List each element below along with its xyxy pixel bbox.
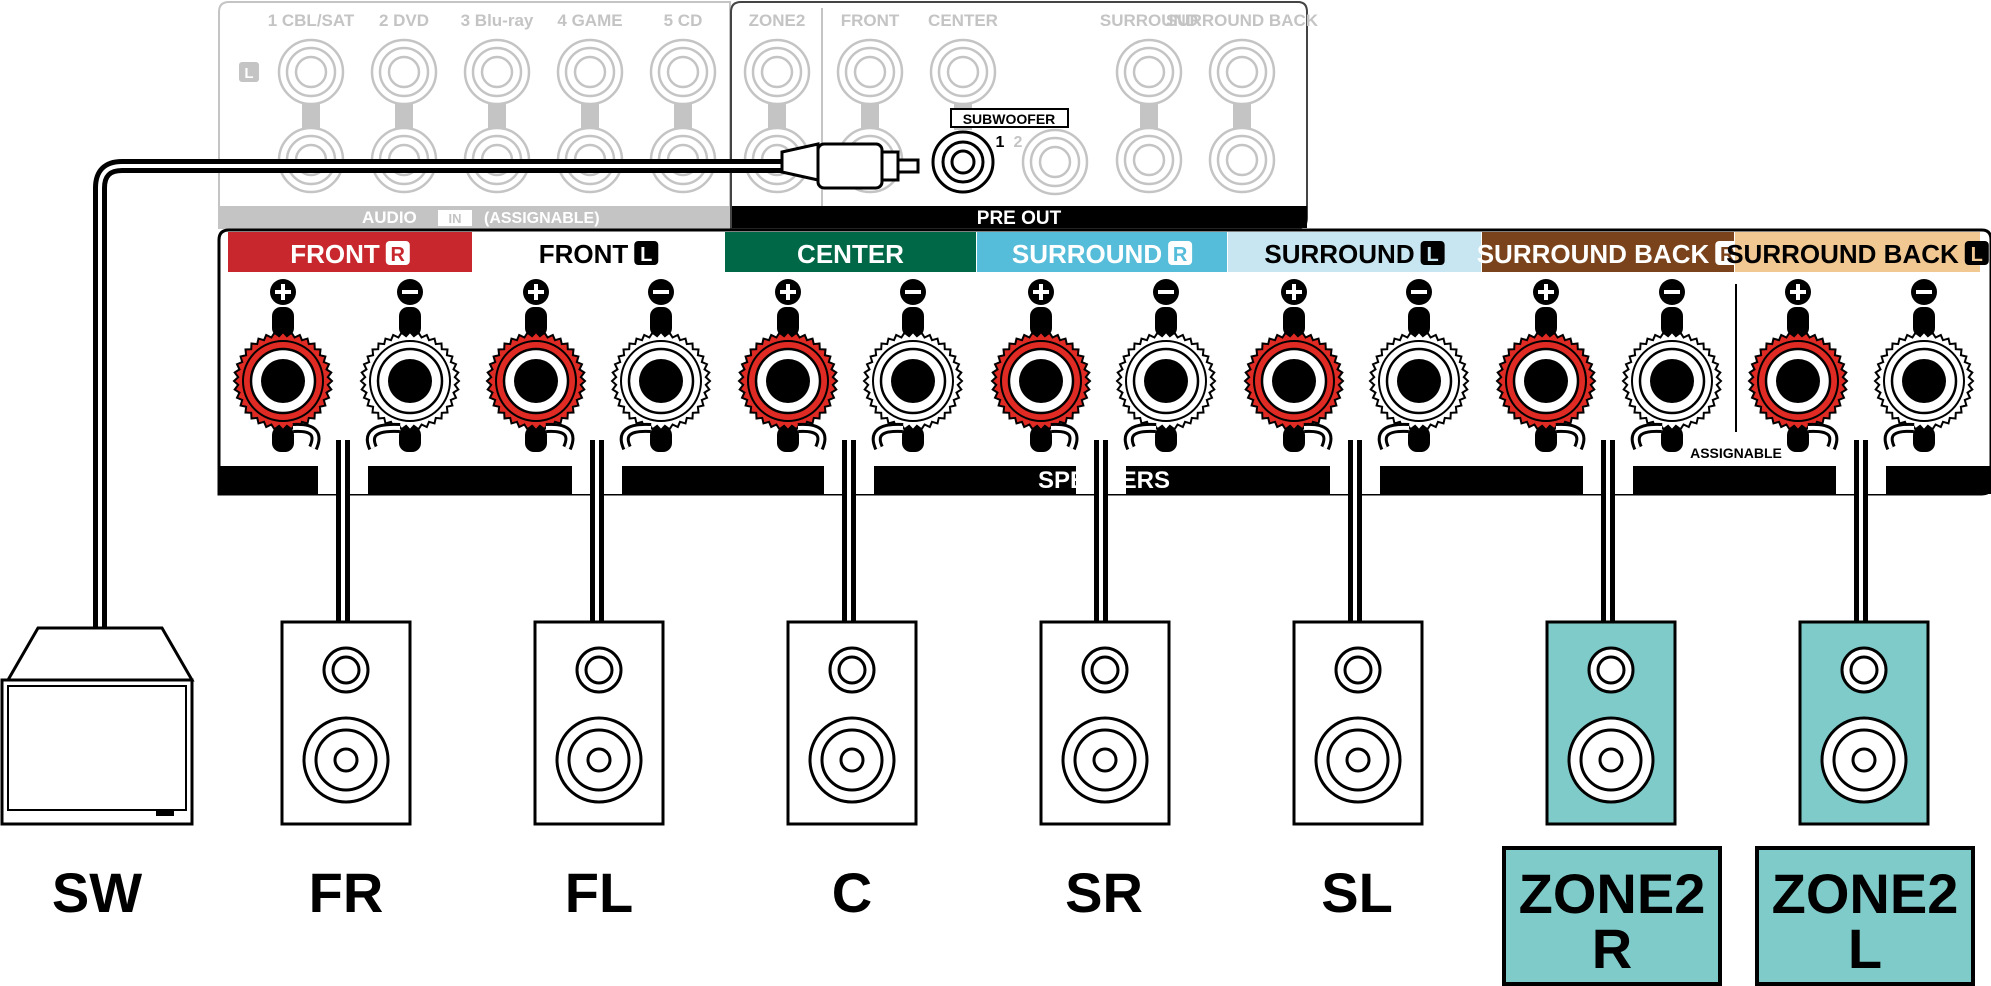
channel-header-label-2: FRONT	[539, 239, 629, 269]
speaker-box-1	[280, 620, 412, 826]
audio-in-jack-l-5[interactable]	[649, 38, 717, 106]
channel-header-label-3: CENTER	[797, 239, 904, 269]
audio-in-jack-l-4[interactable]	[556, 38, 624, 106]
speaker-box-3	[786, 620, 918, 826]
pre-out-label-3: CENTER	[928, 11, 998, 30]
in-badge-label: IN	[449, 211, 462, 226]
audio-in-label-5: 5 CD	[664, 11, 703, 30]
audio-in-jack-l-1[interactable]	[277, 38, 345, 106]
channel-header-6	[1482, 232, 1734, 272]
zone2-tag-2	[1755, 846, 1975, 986]
assignable-pair-label: ASSIGNABLE	[1690, 445, 1782, 461]
pre-out-label-1: ZONE2	[749, 11, 806, 30]
pre-out-panel: PRE OUT ZONE2 FRONT CENTER SURROUNDSURROUND…	[730, 1, 1319, 229]
speaker-label-4: C	[832, 861, 872, 924]
channel-header-label-4: SURROUND	[1012, 239, 1162, 269]
terminal-plus-6[interactable]	[1495, 279, 1597, 452]
terminal-plus-1[interactable]	[232, 279, 334, 452]
audio-in-label-4: 4 GAME	[557, 11, 622, 30]
subwoofer-1-jack[interactable]	[931, 130, 995, 194]
speakers-panel: SPEAKERS ASSIGNABLE FRONTRFRONTLCENTERSU…	[217, 228, 1991, 496]
channel-header-3	[725, 232, 976, 272]
speaker-label-8-side: L	[1848, 917, 1882, 980]
channel-badge-2: L	[640, 244, 652, 266]
speaker-box-6	[1545, 620, 1677, 826]
audio-in-panel: 1 CBL/SAT 2 DVD 3 Blu-ray 4 GAME 5 CD L AUDI…	[218, 1, 731, 229]
pre-out-label-2: FRONT	[841, 11, 900, 30]
pre-out-label: PRE OUT	[977, 208, 1062, 229]
subwoofer-1-label: 1	[996, 134, 1005, 151]
terminal-minus-4[interactable]	[1115, 279, 1217, 452]
audio-in-label-2: 2 DVD	[379, 11, 429, 30]
subwoofer-2-label: 2	[1014, 134, 1023, 151]
pre-out-jack-top-2[interactable]	[836, 38, 904, 106]
terminal-minus-7[interactable]	[1873, 279, 1975, 452]
terminal-minus-6[interactable]	[1621, 279, 1723, 452]
l-channel-letter: L	[244, 65, 253, 82]
terminal-plus-7[interactable]	[1747, 279, 1849, 452]
pre-out-jack-bottom-4[interactable]	[1115, 126, 1183, 194]
channel-header-2	[473, 232, 724, 272]
pre-out-jack-top-1[interactable]	[743, 38, 811, 106]
speaker-box-5	[1292, 620, 1424, 826]
audio-label: AUDIO	[362, 208, 417, 227]
speaker-box-2	[533, 620, 665, 826]
channel-header-label-5: SURROUND	[1264, 239, 1414, 269]
channel-header-label-1: FRONT	[290, 239, 380, 269]
speaker-label-8: ZONE2	[1772, 862, 1959, 925]
channel-badge-6: R	[1720, 244, 1735, 266]
channel-header-7	[1735, 232, 1980, 272]
assignable-label: (ASSIGNABLE)	[484, 210, 600, 227]
channel-header-1	[228, 232, 472, 272]
terminal-plus-5[interactable]	[1243, 279, 1345, 452]
speaker-label-7: ZONE2	[1519, 862, 1706, 925]
channel-badge-5: L	[1427, 244, 1439, 266]
speaker-label-1: SW	[52, 861, 142, 924]
speaker-label-7-side: R	[1592, 917, 1632, 980]
pre-out-jack-top-5[interactable]	[1208, 38, 1276, 106]
subwoofer-label: SUBWOOFER	[963, 111, 1056, 127]
terminal-minus-1[interactable]	[359, 279, 461, 452]
audio-in-jack-l-2[interactable]	[370, 38, 438, 106]
cables	[93, 142, 1915, 628]
subwoofer-speaker	[0, 626, 195, 826]
terminal-minus-2[interactable]	[610, 279, 712, 452]
terminal-minus-5[interactable]	[1368, 279, 1470, 452]
speaker-box-7	[1798, 620, 1930, 826]
terminal-plus-4[interactable]	[990, 279, 1092, 452]
pre-out-label-5: SURROUND BACK	[1166, 11, 1319, 30]
speaker-box-4	[1039, 620, 1171, 826]
subwoofer-2-jack[interactable]	[1021, 128, 1089, 196]
channel-header-label-6: SURROUND BACK	[1477, 239, 1710, 269]
audio-in-label-3: 3 Blu-ray	[461, 11, 534, 30]
l-channel-badge	[239, 62, 259, 82]
pre-out-jack-top-3[interactable]	[929, 38, 997, 106]
rca-plug	[780, 142, 920, 190]
terminal-plus-2[interactable]	[485, 279, 587, 452]
channel-badge-7: L	[1971, 244, 1983, 266]
speaker-units	[0, 620, 1930, 826]
speaker-label-2: FR	[309, 861, 384, 924]
terminal-minus-3[interactable]	[862, 279, 964, 452]
speaker-label-6: SL	[1321, 861, 1393, 924]
speaker-label-3: FL	[565, 861, 633, 924]
speaker-label-5: SR	[1065, 861, 1143, 924]
pre-out-jack-top-4[interactable]	[1115, 38, 1183, 106]
channel-badge-1: R	[391, 244, 406, 266]
terminal-plus-3[interactable]	[737, 279, 839, 452]
channel-header-label-7: SURROUND BACK	[1726, 239, 1959, 269]
zone2-tag-1	[1502, 846, 1722, 986]
audio-in-jack-l-3[interactable]	[463, 38, 531, 106]
audio-in-label-1: 1 CBL/SAT	[268, 11, 355, 30]
pre-out-jack-bottom-5[interactable]	[1208, 126, 1276, 194]
channel-badge-4: R	[1173, 244, 1188, 266]
pre-out-label-4: SURROUND	[1100, 11, 1198, 30]
